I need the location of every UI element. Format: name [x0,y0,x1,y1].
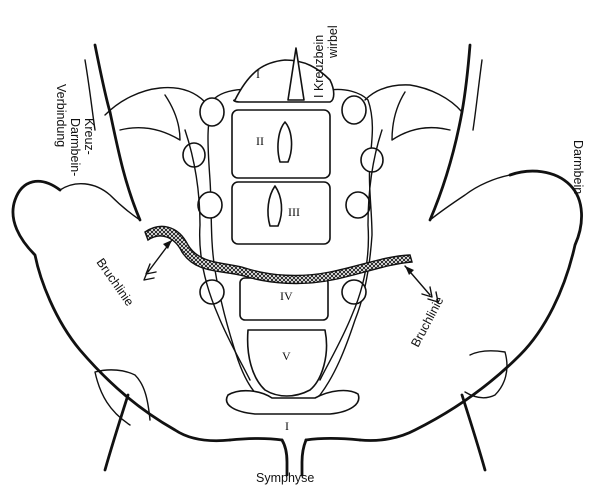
kreuz-darmbein-label-line1: Kreuz- [82,118,96,155]
kreuzbein-wirbel-label-line2: wirbel [326,25,340,59]
left-ilium [13,45,230,441]
vertebra-label-2: II [256,134,264,148]
left-pubic-lower [105,395,128,470]
bruchlinie-left-label: Bruchlinie [94,256,137,309]
vertebra-label-4: IV [280,289,293,303]
kreuz-darmbein-label-line2: Darmbein- [68,118,82,176]
foramen [200,98,224,126]
right-pubic-lower [462,395,485,470]
arrow-left [144,240,172,280]
symphyse-label: Symphyse [256,471,314,485]
foramen [198,192,222,218]
left-ilium-body [105,88,205,140]
bruchlinie-right-label: Bruchlinie [408,294,446,349]
coccyx-label: I [285,419,289,433]
right-ilium-body [365,85,462,140]
pubic-arch [230,439,360,441]
right-ilium-rim [430,60,510,220]
vertebra-label-1: I [256,67,260,81]
vertebra-label-5: V [282,349,291,363]
kreuzbein-wirbel-label-line1: I Kreuzbein [312,35,326,98]
foramen [342,96,366,124]
foramen [346,192,370,218]
symphysis-left [282,440,287,475]
symphysis-right [302,440,306,475]
sacral-vertebra-5 [248,330,327,396]
right-ilium [360,45,582,441]
vertebra-label-3: III [288,205,300,219]
kreuz-darmbein-label-line3: Verbindung [54,84,68,147]
darmbein-label: Darmbein [571,140,585,194]
